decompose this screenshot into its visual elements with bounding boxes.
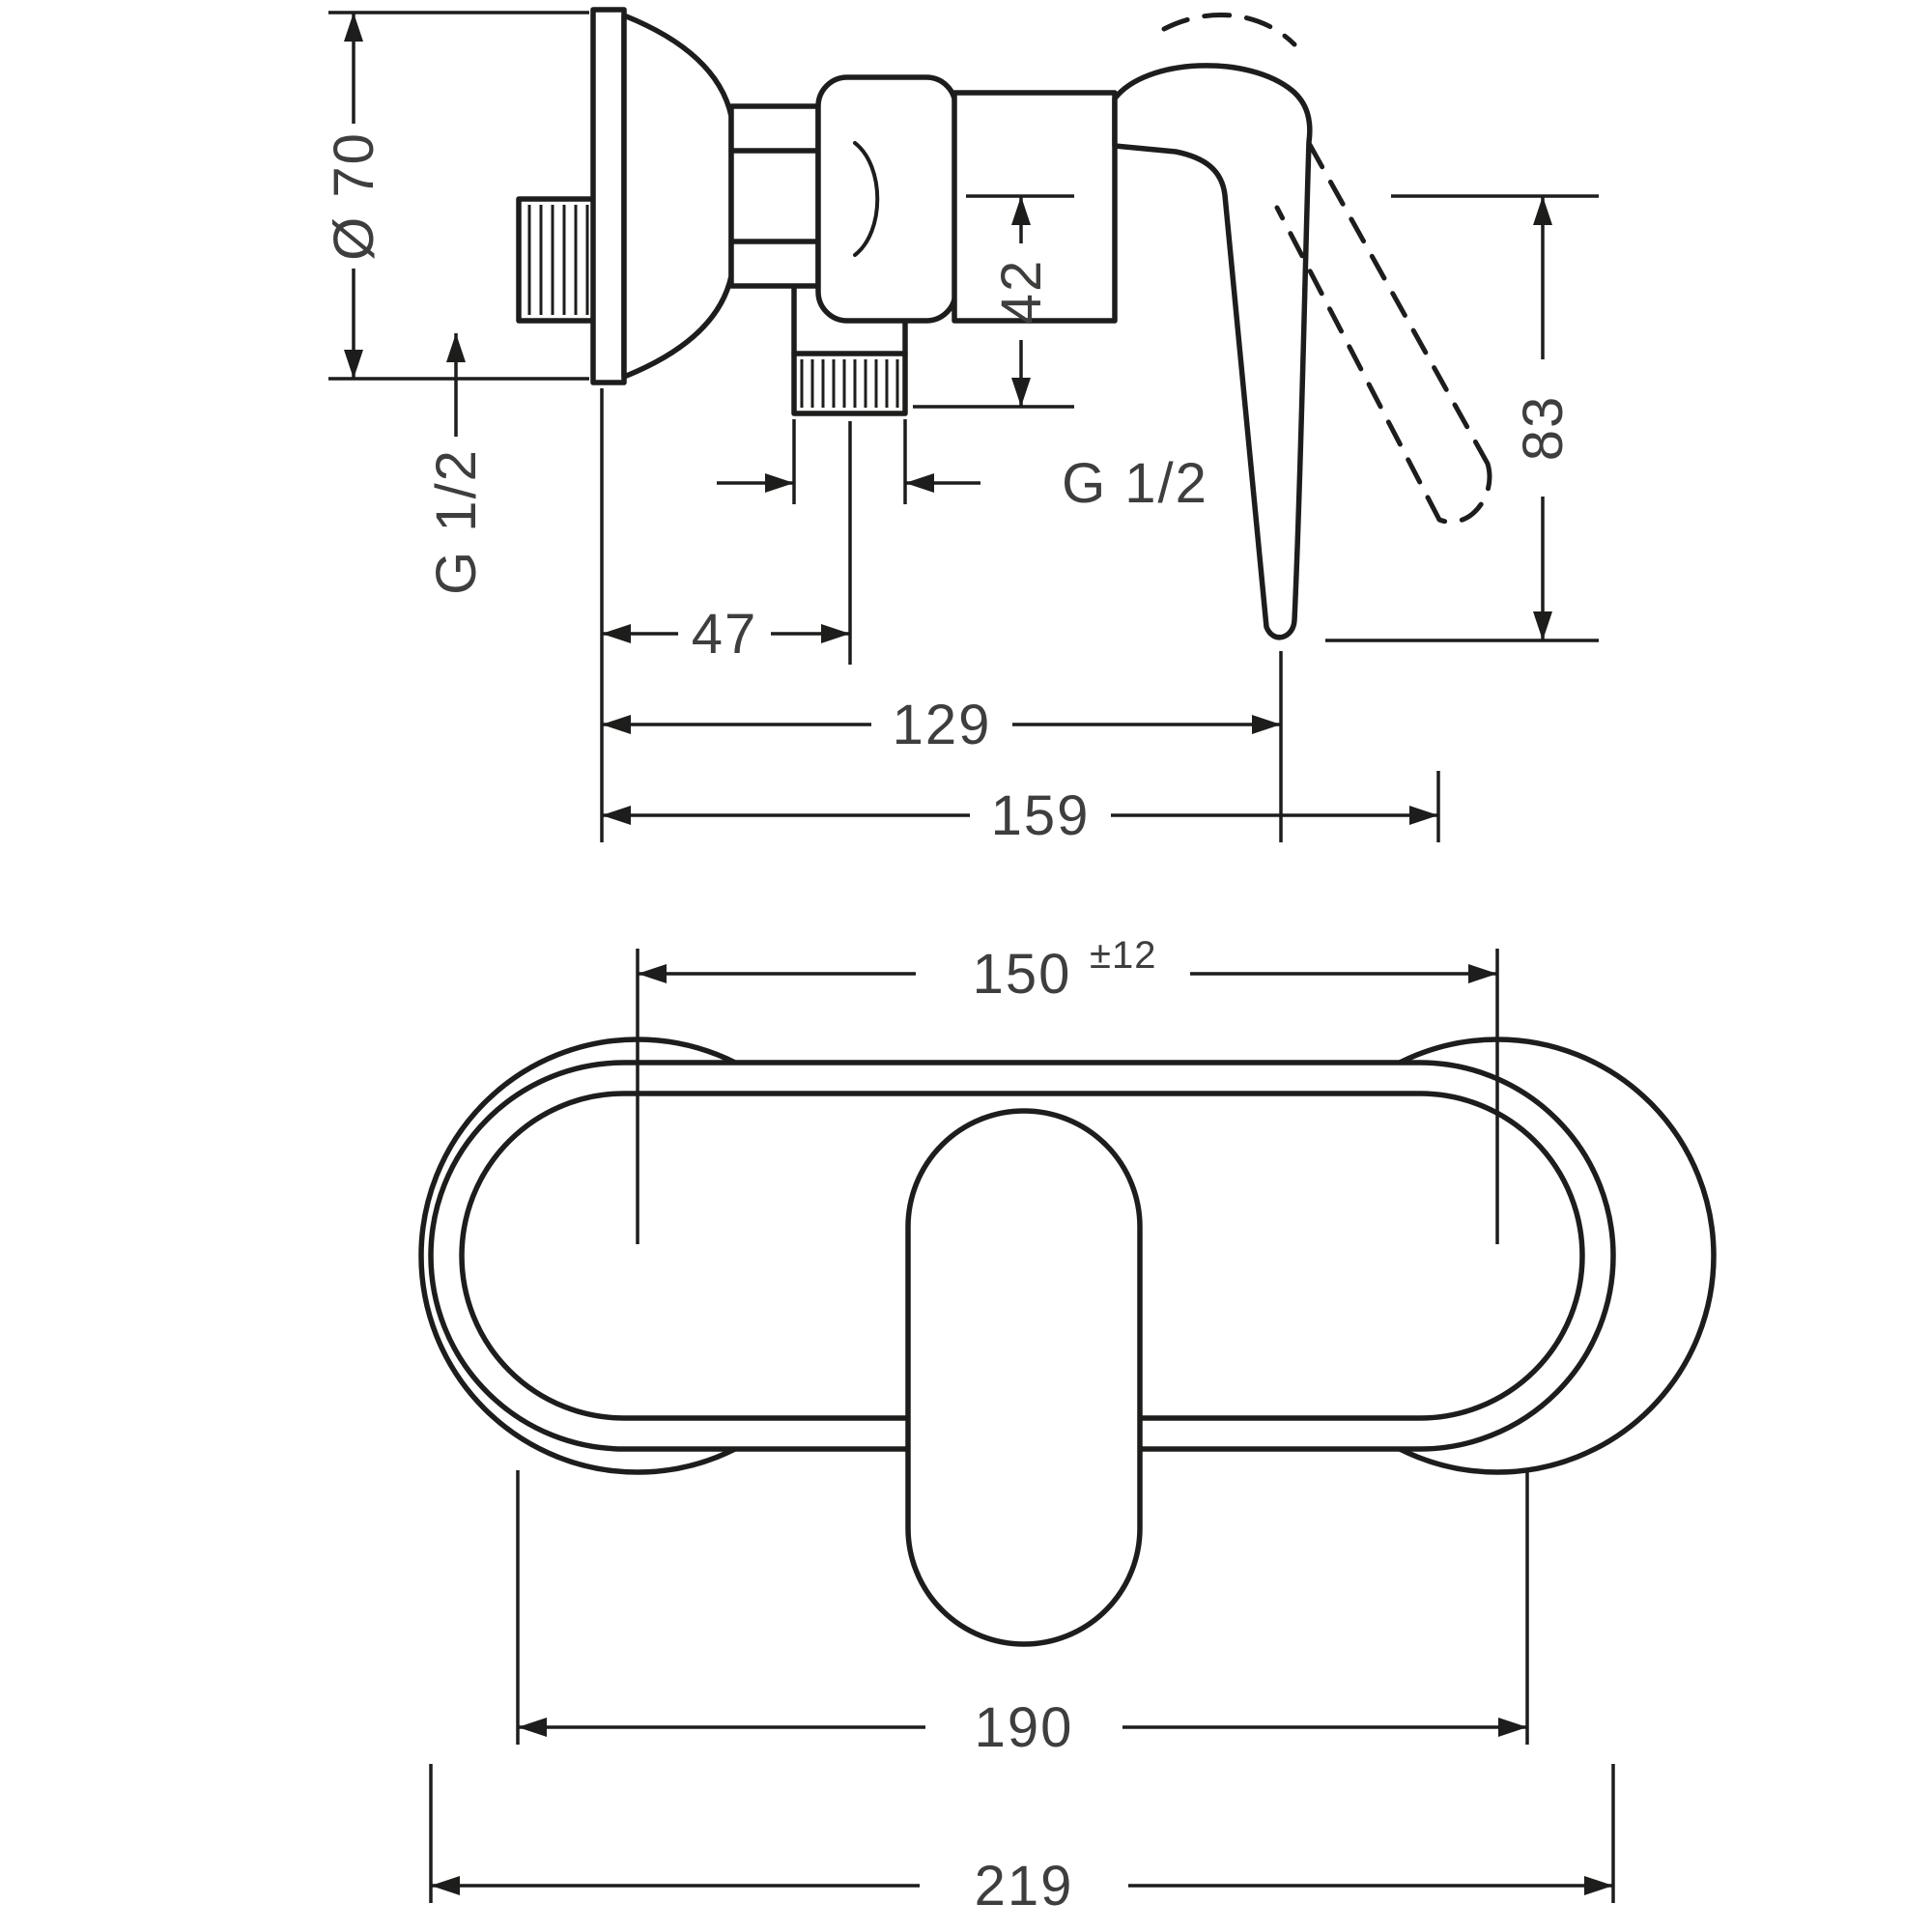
dim-body-width: 190: [516, 1470, 1529, 1759]
union-nut: [728, 103, 821, 289]
overall-width-label: 219: [975, 1855, 1074, 1918]
dim-wall-to-handle: 129: [602, 651, 1283, 842]
height-label: 83: [1512, 395, 1575, 462]
outlet-height-label: 42: [990, 259, 1053, 326]
escutcheon-cone: [621, 13, 734, 380]
dim-wall-to-outlet: 47: [600, 388, 852, 842]
outlet-thread-hatch: [800, 359, 899, 408]
dim-outlet-height: 42: [913, 194, 1074, 409]
wall-to-outlet-label: 47: [692, 603, 758, 666]
side-view: Ø 70 G 1/2 42 G 1/2 4: [323, 7, 1599, 847]
cartridge-inner-arc: [853, 141, 880, 257]
cartridge-housing: [815, 74, 958, 324]
dim-escutcheon-diameter: Ø 70: [323, 11, 589, 381]
inlet-thread-hatch: [527, 205, 589, 315]
dim-inlet-thread: G 1/2: [425, 333, 488, 595]
hole-distance-label: 150: [973, 943, 1072, 1006]
dim-overall-width: 219: [429, 1764, 1615, 1918]
outlet-thread-label: G 1/2: [1062, 452, 1208, 515]
dim-total-depth: 159: [602, 771, 1440, 847]
dim-height: 83: [1325, 194, 1599, 642]
inlet-thread-label: G 1/2: [425, 448, 488, 595]
escutcheon-diameter-label: Ø 70: [323, 131, 385, 261]
lever-handle-front: [905, 1108, 1143, 1647]
wall-escutcheon-plate: [590, 7, 627, 385]
inlet-thread-stub: [516, 196, 597, 324]
body-width-label: 190: [975, 1696, 1074, 1759]
lever-handle-open-position: [1161, 13, 1492, 525]
total-depth-label: 159: [991, 784, 1091, 847]
hole-distance-tolerance-label: ±12: [1090, 934, 1156, 977]
dim-outlet-thread: G 1/2: [717, 419, 1208, 515]
lever-handle: [1112, 63, 1313, 640]
wall-to-handle-label: 129: [893, 694, 992, 756]
front-view: 150 ±12 190 219: [418, 934, 1717, 1918]
mixer-body: [952, 90, 1118, 324]
dim-hole-distance: 150 ±12: [636, 934, 1499, 1244]
